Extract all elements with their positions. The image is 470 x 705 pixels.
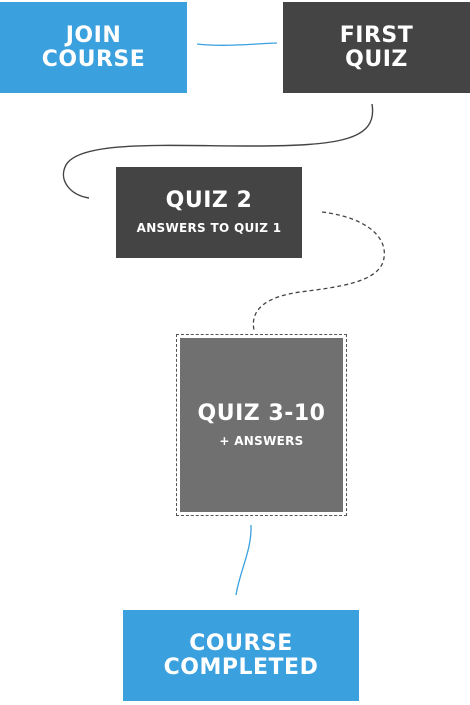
course-completed-title: COURSE COMPLETED: [163, 630, 319, 680]
first-quiz-node: FIRST QUIZ: [283, 2, 470, 93]
quiz-3-10-node: QUIZ 3-10 + ANSWERS: [180, 338, 343, 512]
join-course-title: JOIN COURSE: [41, 22, 146, 72]
quiz-3-10-subtitle: + ANSWERS: [219, 433, 304, 448]
quiz-2-subtitle: ANSWERS TO QUIZ 1: [136, 221, 282, 235]
quiz-3-10-title: QUIZ 3-10: [197, 400, 326, 426]
connector-quiz310-to-completed: [235, 524, 252, 596]
connector-join-to-first: [196, 42, 278, 46]
quiz-2-title: QUIZ 2: [165, 188, 253, 213]
connector-quiz2-to-quiz310: [252, 211, 385, 331]
join-course-node: JOIN COURSE: [0, 2, 187, 93]
first-quiz-title: FIRST QUIZ: [339, 22, 414, 72]
course-completed-node: COURSE COMPLETED: [123, 610, 359, 701]
quiz-2-node: QUIZ 2 ANSWERS TO QUIZ 1: [116, 167, 302, 258]
connector-first-to-quiz2: [62, 103, 374, 199]
quiz-3-10-dashed-frame: [176, 334, 347, 516]
